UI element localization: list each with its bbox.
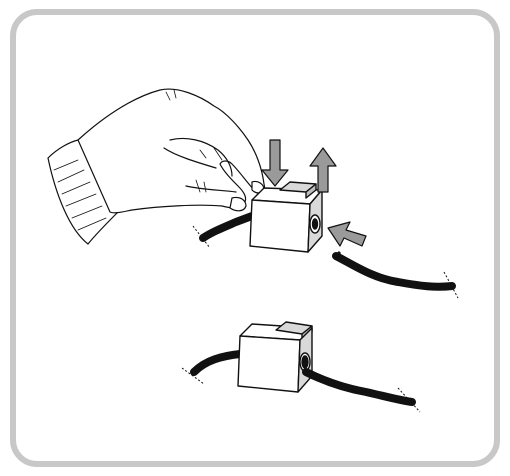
connector-icon: [238, 322, 312, 392]
connector-icon: [250, 182, 322, 252]
